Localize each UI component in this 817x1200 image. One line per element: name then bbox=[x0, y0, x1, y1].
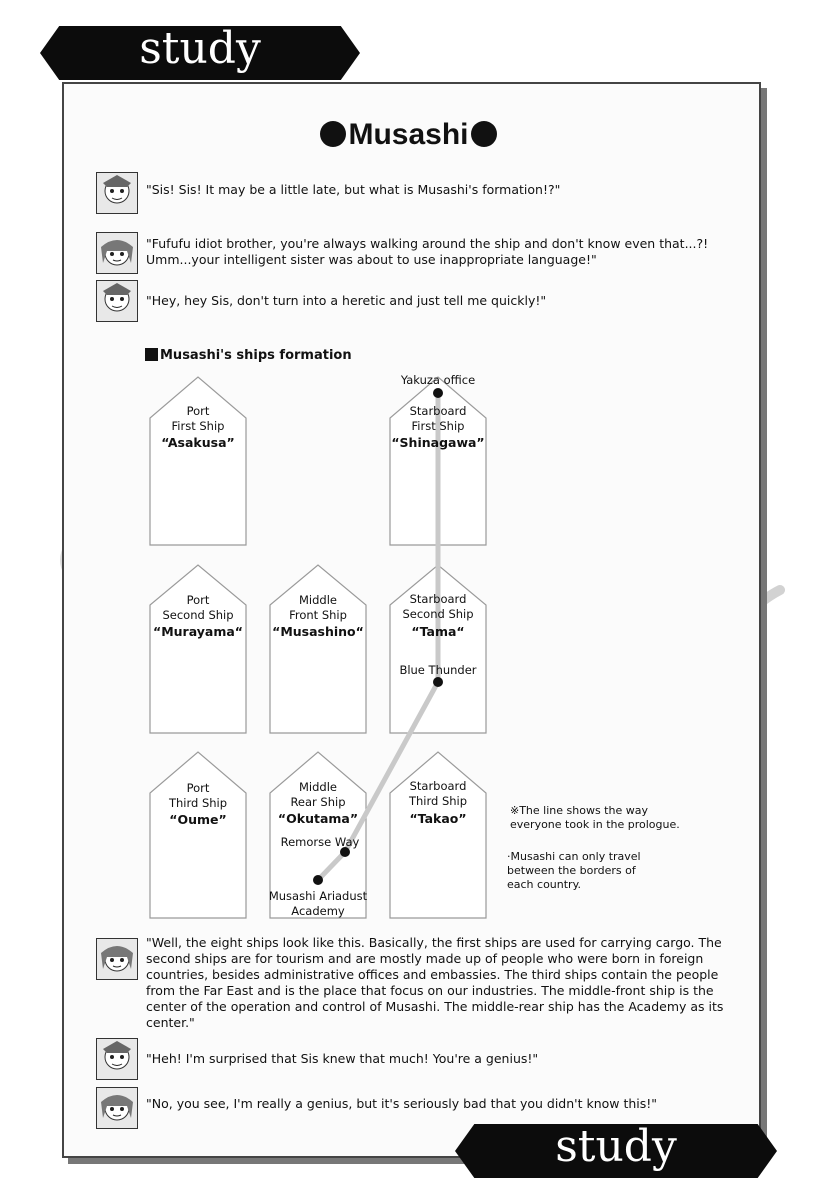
sister-avatar-icon bbox=[96, 232, 138, 274]
note-line: each country. bbox=[507, 878, 582, 891]
note-line: ·Musashi can only travel bbox=[507, 850, 641, 863]
banner-bottom-text: study bbox=[555, 1121, 677, 1172]
banner-top-text: study bbox=[139, 23, 261, 74]
ship-middle-front bbox=[269, 564, 367, 734]
ship-label: Second Ship bbox=[402, 607, 473, 621]
note-line: between the borders of bbox=[507, 864, 636, 877]
waypoint-label: Academy bbox=[291, 904, 345, 918]
dialogue-line: "Heh! I'm surprised that Sis knew that m… bbox=[146, 1051, 539, 1066]
ship-label: Port bbox=[187, 593, 210, 607]
ship-name: “Asakusa” bbox=[161, 435, 234, 450]
brother-avatar-icon bbox=[96, 172, 138, 214]
dialogue-line: "Well, the eight ships look like this. B… bbox=[146, 935, 724, 1030]
ship-port-first bbox=[149, 376, 247, 546]
ship-label: Third Ship bbox=[168, 796, 227, 810]
ship-label: Port bbox=[187, 781, 210, 795]
page-title: Musashi bbox=[0, 118, 817, 152]
waypoint-label: Yakuza office bbox=[400, 373, 475, 387]
ship-starboard-third bbox=[389, 751, 487, 919]
ship-name: “Shinagawa” bbox=[391, 435, 484, 450]
ship-label: First Ship bbox=[172, 419, 225, 433]
square-bullet-icon bbox=[145, 348, 158, 361]
ship-label: Third Ship bbox=[408, 794, 467, 808]
ship-label: Second Ship bbox=[162, 608, 233, 622]
section-title-text: Musashi's ships formation bbox=[160, 348, 352, 363]
ship-name: “Musashino“ bbox=[272, 624, 364, 639]
waypoint-academy-dot bbox=[313, 875, 323, 885]
bullet-dot-right bbox=[470, 121, 497, 147]
waypoint-remorse-dot bbox=[340, 847, 350, 857]
ship-port-second bbox=[149, 564, 247, 734]
ship-name: “Oume” bbox=[169, 812, 226, 827]
ship-label: Starboard bbox=[410, 592, 467, 606]
route-note: ※The line shows the way everyone took in… bbox=[510, 804, 680, 832]
ship-label: Starboard bbox=[410, 779, 467, 793]
waypoint-yakuza-dot bbox=[433, 388, 443, 398]
ship-name: “Okutama” bbox=[278, 811, 358, 826]
dialogue-line: "No, you see, I'm really a genius, but i… bbox=[146, 1096, 658, 1111]
study-banner-bottom: study bbox=[455, 1124, 777, 1178]
ship-label: Front Ship bbox=[289, 608, 347, 622]
bullet-dot-left bbox=[320, 121, 347, 147]
note-line: ※The line shows the way bbox=[510, 804, 648, 817]
ship-label: Middle bbox=[299, 593, 337, 607]
section-heading: Musashi's ships formation bbox=[145, 348, 352, 363]
sister-avatar-icon bbox=[96, 938, 138, 980]
study-banner-top: study bbox=[40, 26, 360, 80]
dialogue-line: "Fufufu idiot brother, you're always wal… bbox=[146, 236, 709, 267]
waypoint-label: Musashi Ariadust bbox=[269, 889, 368, 903]
ship-label: First Ship bbox=[412, 419, 465, 433]
waypoint-label: Remorse Way bbox=[281, 835, 360, 849]
ship-port-third bbox=[149, 751, 247, 919]
dialogue-line: "Sis! Sis! It may be a little late, but … bbox=[146, 182, 561, 197]
brother-avatar-icon bbox=[96, 1038, 138, 1080]
ship-name: “Takao” bbox=[409, 811, 466, 826]
waypoint-label: Blue Thunder bbox=[399, 663, 476, 677]
ship-name: “Tama“ bbox=[411, 624, 464, 639]
title-text: Musashi bbox=[348, 118, 469, 151]
brother-avatar-icon bbox=[96, 280, 138, 322]
travel-note: ·Musashi can only travel between the bor… bbox=[507, 850, 641, 892]
ship-label: Port bbox=[187, 404, 210, 418]
waypoint-blue-thunder-dot bbox=[433, 677, 443, 687]
ship-label: Middle bbox=[299, 780, 337, 794]
ship-middle-rear bbox=[269, 751, 367, 919]
ship-name: “Murayama“ bbox=[153, 624, 243, 639]
ship-label: Starboard bbox=[410, 404, 467, 418]
note-line: everyone took in the prologue. bbox=[510, 818, 680, 831]
sister-avatar-icon bbox=[96, 1087, 138, 1129]
dialogue-line: "Hey, hey Sis, don't turn into a heretic… bbox=[146, 293, 547, 308]
prologue-route-line bbox=[315, 390, 441, 883]
ship-label: Rear Ship bbox=[290, 795, 345, 809]
